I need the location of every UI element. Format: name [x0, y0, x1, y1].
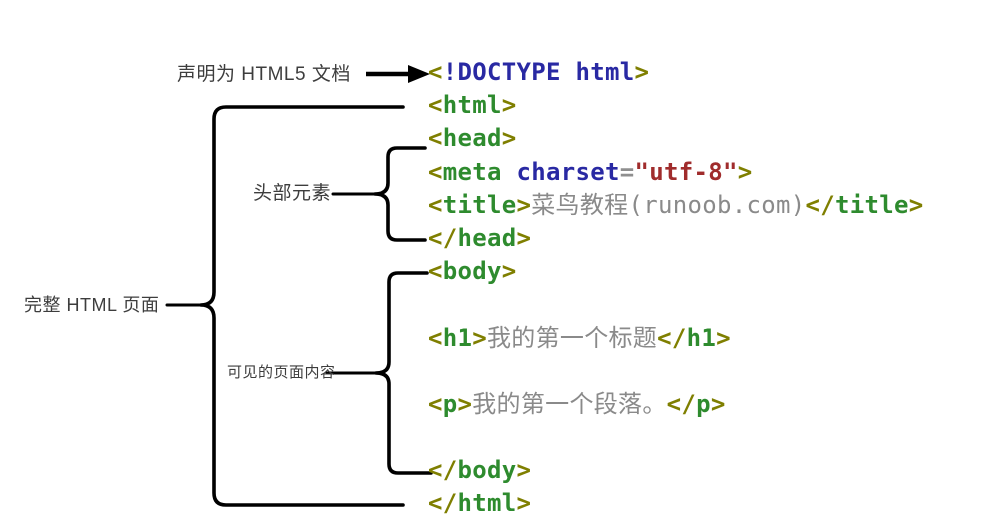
- code-token-tag: h1: [442, 323, 473, 352]
- code-token-punct: >: [516, 456, 532, 485]
- code-line: </body>: [428, 454, 923, 487]
- code-line: <body>: [428, 255, 923, 288]
- code-token-punct: >: [908, 190, 924, 219]
- code-token-punct: </: [428, 456, 458, 485]
- code-token-text: 我的第一个标题: [487, 323, 658, 352]
- code-token-punct: <: [428, 323, 443, 352]
- code-token-punct: >: [516, 223, 532, 252]
- code-token-punct: >: [716, 323, 731, 352]
- code-token-punct: </: [666, 389, 697, 418]
- code-token-punct: </: [428, 489, 458, 518]
- code-token-punct: >: [501, 257, 517, 286]
- code-token-tag: body: [442, 257, 502, 286]
- code-line: <h1>我的第一个标题</h1>: [428, 322, 923, 355]
- code-line: <head>: [428, 122, 923, 155]
- full-page-brace: [199, 105, 405, 507]
- code-token-tag: body: [457, 456, 517, 485]
- doctype-annotation-label: 声明为 HTML5 文档: [177, 64, 351, 85]
- head-section-brace: [373, 146, 427, 242]
- code-line: [428, 288, 923, 321]
- code-token-tag: title: [834, 190, 909, 219]
- code-token-punct: </: [805, 190, 835, 219]
- code-token-punct: >: [501, 91, 517, 120]
- code-token-punct: <: [428, 257, 443, 286]
- code-line: </head>: [428, 222, 923, 255]
- code-token-punct: >: [516, 489, 532, 518]
- code-line: <meta charset="utf-8">: [428, 156, 923, 189]
- code-token-punct: <: [428, 124, 443, 153]
- full-page-annotation-label: 完整 HTML 页面: [24, 295, 160, 315]
- code-token-tag: head: [457, 223, 517, 252]
- code-line: <!DOCTYPE html>: [428, 56, 923, 89]
- code-token-tag: title: [442, 190, 517, 219]
- code-token-plain: [502, 158, 517, 186]
- code-token-doctype: !DOCTYPE html: [442, 58, 635, 86]
- body-annotation-label: 可见的页面内容: [227, 364, 336, 381]
- code-line: <title>菜鸟教程(runoob.com)</title>: [428, 189, 923, 222]
- body-section-brace: [374, 271, 433, 475]
- code-token-tag: p: [442, 389, 458, 418]
- code-token-punct: >: [634, 58, 650, 86]
- code-token-punct: <: [428, 157, 443, 186]
- code-line: [428, 355, 923, 388]
- code-token-text: 我的第一个段落。: [472, 389, 667, 418]
- code-token-punct: <: [428, 389, 443, 418]
- code-token-punct: <: [428, 190, 443, 219]
- doctype-arrow-icon: [366, 65, 430, 83]
- code-block: <!DOCTYPE html><html><head><meta charset…: [428, 56, 923, 521]
- code-token-tag: meta: [442, 157, 502, 186]
- head-annotation-label: 头部元素: [253, 183, 332, 204]
- code-token-tag: html: [457, 489, 517, 518]
- code-token-text: 菜鸟教程(runoob.com): [531, 190, 806, 219]
- code-token-str: "utf-8": [634, 157, 738, 186]
- code-token-tag: html: [442, 91, 502, 120]
- code-token-punct: >: [501, 124, 517, 153]
- code-token-tag: head: [442, 124, 502, 153]
- code-token-punct: <: [428, 91, 443, 120]
- code-token-tag: p: [696, 389, 711, 418]
- code-token-tag: h1: [686, 323, 717, 352]
- code-line: <html>: [428, 89, 923, 122]
- code-token-punct: </: [428, 223, 458, 252]
- code-token-punct: >: [457, 389, 473, 418]
- code-token-eq: =: [619, 157, 635, 186]
- code-token-punct: >: [472, 323, 487, 352]
- code-token-punct: </: [657, 323, 687, 352]
- code-line: <p>我的第一个段落。</p>: [428, 388, 923, 421]
- code-token-punct: <: [428, 58, 443, 86]
- code-line: </html>: [428, 487, 923, 520]
- code-token-punct: >: [516, 190, 532, 219]
- code-token-punct: >: [710, 389, 726, 418]
- code-token-punct: >: [737, 157, 753, 186]
- code-token-attr: charset: [516, 157, 620, 186]
- code-line: [428, 421, 923, 454]
